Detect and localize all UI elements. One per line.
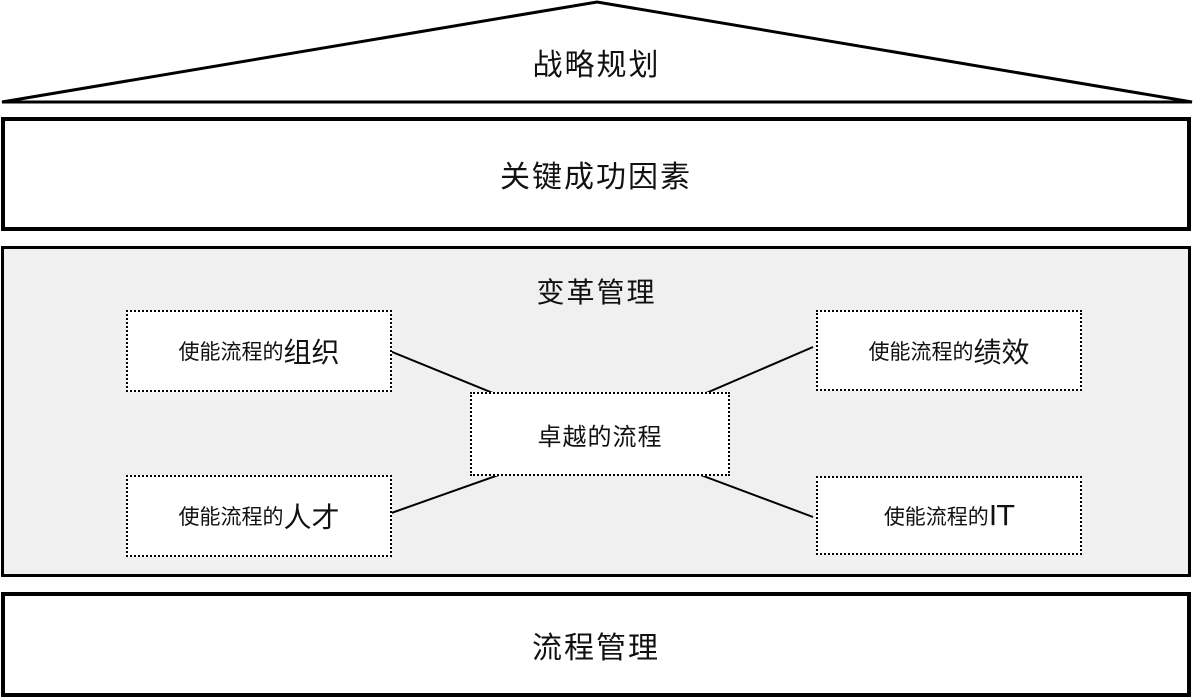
change-management-title: 变革管理 — [536, 276, 657, 309]
node-talent: 使能流程的人才 — [126, 475, 392, 557]
node-organization: 使能流程的组织 — [126, 310, 392, 392]
node-organization-term: 组织 — [283, 336, 340, 369]
key-success-factors-band: 关键成功因素 — [1, 117, 1191, 231]
process-management-label: 流程管理 — [532, 630, 660, 666]
node-it-term: IT — [988, 499, 1015, 532]
node-talent-term: 人才 — [283, 501, 340, 534]
node-performance: 使能流程的绩效 — [816, 310, 1082, 391]
node-excellent-process-label: 卓越的流程 — [537, 422, 663, 451]
node-performance-term: 绩效 — [973, 335, 1030, 369]
node-it-prefix: 使能流程的 — [883, 504, 989, 529]
node-talent-prefix: 使能流程的 — [178, 505, 284, 529]
key-success-factors-label: 关键成功因素 — [500, 160, 692, 195]
process-management-band: 流程管理 — [1, 592, 1191, 697]
node-excellent-process: 卓越的流程 — [470, 392, 730, 476]
roof-title: 战略规划 — [532, 48, 661, 83]
node-performance-prefix: 使能流程的 — [868, 339, 974, 364]
node-organization-prefix: 使能流程的 — [178, 340, 284, 364]
